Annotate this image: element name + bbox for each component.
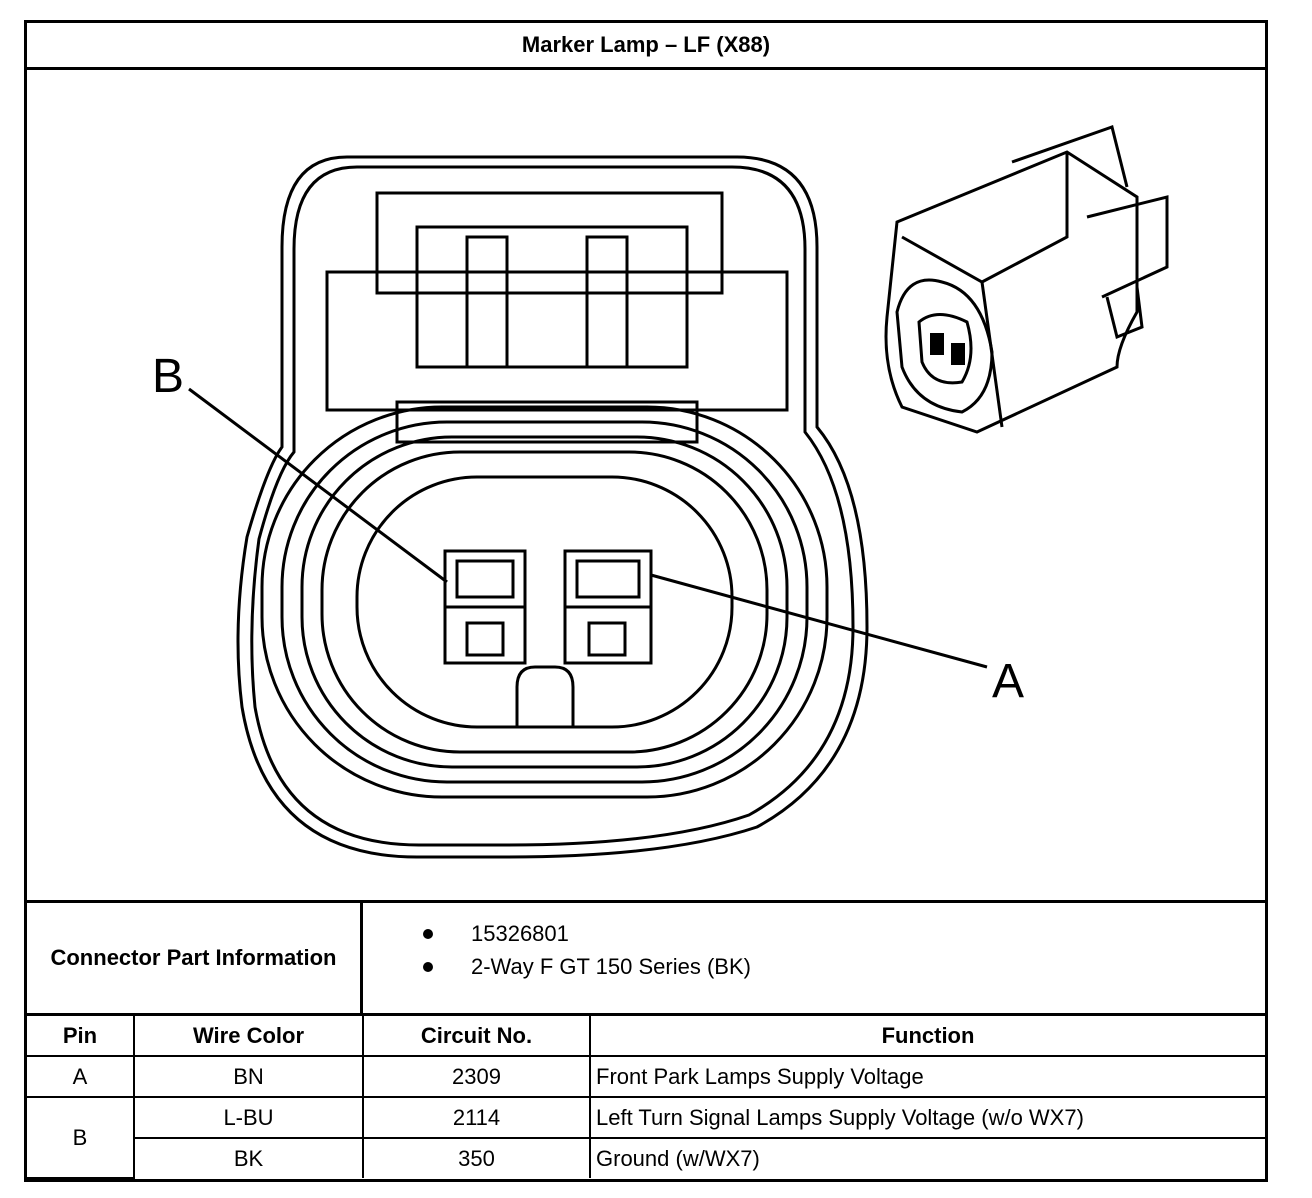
latch-frame xyxy=(325,270,789,412)
table-row: BK 350 Ground (w/WX7) xyxy=(27,1137,1265,1178)
cavity-b-upper-inner xyxy=(455,559,515,599)
wire-color-cell: BK xyxy=(134,1137,364,1178)
bullet-icon xyxy=(423,928,433,939)
pinout-table: Pin Wire Color Circuit No. Function A BN… xyxy=(27,1016,1265,1179)
callout-a-leader xyxy=(650,573,988,669)
polarizing-key xyxy=(515,665,575,727)
sheet-title: Marker Lamp – LF (X88) xyxy=(27,23,1265,70)
function-cell: Left Turn Signal Lamps Supply Voltage (w… xyxy=(589,1096,1265,1139)
housing-outline xyxy=(236,155,869,859)
connector-info-label: Connector Part Information xyxy=(27,903,363,1013)
seal-ring-1 xyxy=(260,405,829,799)
list-item: 2-Way F GT 150 Series (BK) xyxy=(407,950,751,983)
cavity-b-lower-inner xyxy=(465,621,505,657)
cavity-a-lower xyxy=(563,605,653,665)
connector-face-drawing: B A xyxy=(152,125,1169,859)
header-function: Function xyxy=(589,1016,1265,1057)
function-cell: Ground (w/WX7) xyxy=(589,1137,1265,1178)
circuit-cell: 2309 xyxy=(362,1055,591,1098)
connector-info-list: 15326801 2-Way F GT 150 Series (BK) xyxy=(407,917,751,983)
seal-ring-2 xyxy=(280,420,809,784)
callout-b-leader xyxy=(188,387,448,584)
callout-a-label: A xyxy=(992,655,1024,708)
connector-series: 2-Way F GT 150 Series (BK) xyxy=(471,953,751,979)
list-item: 15326801 xyxy=(407,917,751,950)
callout-b-label: B xyxy=(152,350,184,403)
latch-body xyxy=(375,191,724,295)
cavity-a-lower-inner xyxy=(587,621,627,657)
housing-inner-outline xyxy=(250,165,855,847)
latch-tab xyxy=(415,225,689,369)
latch-base xyxy=(395,400,699,444)
bullet-icon xyxy=(423,961,433,972)
header-pin: Pin xyxy=(27,1016,135,1057)
part-number: 15326801 xyxy=(471,920,569,946)
seal-ring-inner xyxy=(355,475,734,729)
pin-cell: B xyxy=(27,1096,135,1179)
connector-sheet: Marker Lamp – LF (X88) xyxy=(24,20,1268,1182)
latch-ribs xyxy=(465,235,629,369)
cavity-a-upper-inner xyxy=(575,559,641,599)
header-wire-color: Wire Color xyxy=(133,1016,364,1057)
pin-cell: A xyxy=(27,1055,135,1098)
connector-info-row: Connector Part Information 15326801 2-Wa… xyxy=(27,900,1265,1016)
function-cell: Front Park Lamps Supply Voltage xyxy=(589,1055,1265,1098)
circuit-cell: 2114 xyxy=(362,1096,591,1139)
table-row: A BN 2309 Front Park Lamps Supply Voltag… xyxy=(27,1055,1265,1098)
connector-3d-view xyxy=(884,125,1169,434)
connector-diagram: B A xyxy=(27,67,1265,903)
wire-color-cell: L-BU xyxy=(133,1096,364,1139)
header-circuit: Circuit No. xyxy=(362,1016,591,1057)
seal-ring-4 xyxy=(320,450,769,754)
table-row: B L-BU 2114 Left Turn Signal Lamps Suppl… xyxy=(27,1096,1265,1179)
cavity-b-lower xyxy=(443,605,527,665)
table-header-row: Pin Wire Color Circuit No. Function xyxy=(27,1016,1265,1057)
seal-ring-3 xyxy=(300,435,789,769)
circuit-cell: 350 xyxy=(362,1137,591,1178)
wire-color-cell: BN xyxy=(133,1055,364,1098)
